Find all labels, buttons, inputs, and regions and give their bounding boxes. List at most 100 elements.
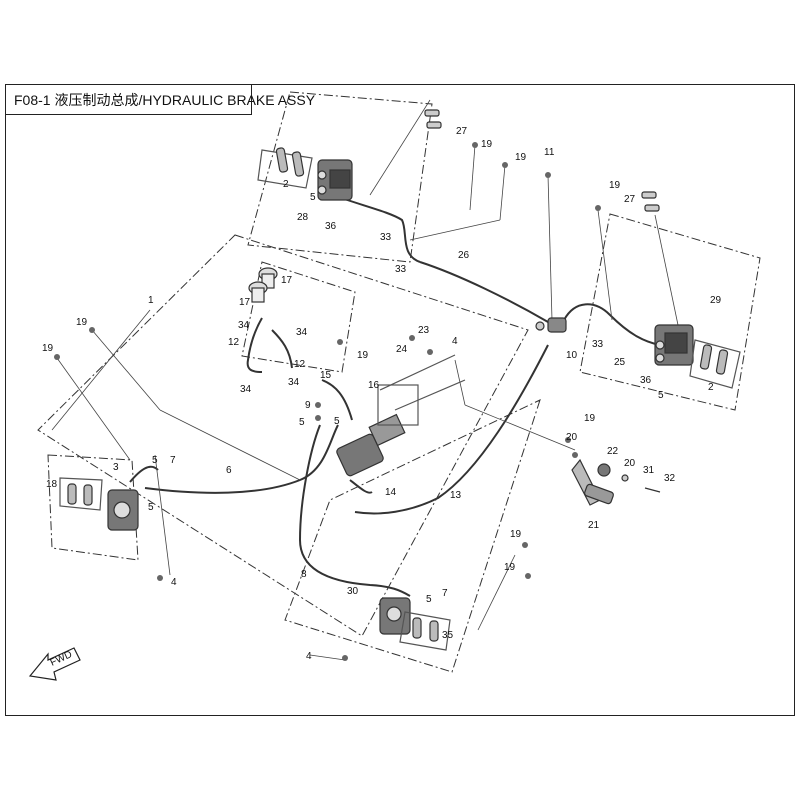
- callout-c18: 18: [46, 479, 58, 490]
- callout-c4a: 4: [452, 336, 458, 347]
- callout-c16: 16: [368, 380, 380, 391]
- bolts-27a: [424, 109, 442, 129]
- callout-c19i: 19: [504, 562, 516, 573]
- callout-c34d: 34: [288, 377, 300, 388]
- callout-c36b: 36: [640, 375, 652, 386]
- callout-c5a: 5: [310, 192, 316, 203]
- callout-labels: 27 19 19 11 2 5 28 36 33 33 26 19 27 29 …: [42, 126, 722, 662]
- callout-c9: 9: [305, 400, 311, 411]
- callout-c19d: 19: [76, 317, 88, 328]
- callout-c26: 26: [458, 250, 470, 261]
- callout-c5f: 5: [148, 502, 154, 513]
- callout-c20a: 20: [566, 432, 578, 443]
- leader-lines: [51, 99, 679, 661]
- line-13: [354, 344, 549, 515]
- callout-c11: 11: [544, 147, 555, 158]
- fwd-arrow: FWD: [28, 647, 81, 681]
- rear-left-pads: [59, 477, 103, 511]
- callout-c28: 28: [297, 212, 309, 223]
- fasteners: [54, 142, 601, 661]
- callout-c3: 3: [113, 462, 119, 473]
- callout-c21: 21: [588, 520, 600, 531]
- callout-c36a: 36: [325, 221, 337, 232]
- bolts-27b: [641, 191, 660, 212]
- line-rear-left: [129, 465, 159, 483]
- callout-c20b: 20: [624, 458, 636, 469]
- callout-c7b: 7: [442, 588, 448, 599]
- callout-c34c: 34: [240, 384, 252, 395]
- callout-c4c: 4: [306, 651, 312, 662]
- callout-c14: 14: [385, 487, 397, 498]
- callout-c33b: 33: [395, 264, 407, 275]
- callout-c5g: 5: [426, 594, 432, 605]
- callout-c27a: 27: [456, 126, 468, 137]
- tee-10: [535, 317, 567, 333]
- callout-c19e: 19: [42, 343, 54, 354]
- front-right-caliper-group: [579, 213, 761, 411]
- callout-c2a: 2: [283, 179, 289, 190]
- callout-c34b: 34: [296, 327, 308, 338]
- rear-left-caliper-group: [47, 454, 139, 561]
- rear-right-caliper: [379, 597, 411, 635]
- callout-c17a: 17: [281, 275, 293, 286]
- diagram-title: F08-1 液压制动总成/HYDRAULIC BRAKE ASSY: [6, 85, 315, 115]
- callout-c19b: 19: [515, 152, 527, 163]
- line-15: [321, 379, 353, 421]
- callout-c23: 23: [418, 325, 430, 336]
- callout-c5b: 5: [658, 390, 664, 401]
- callout-c13: 13: [450, 490, 462, 501]
- rear-left-caliper: [107, 489, 139, 531]
- master-cylinder: [336, 354, 466, 477]
- callout-c12b: 12: [294, 359, 306, 370]
- callout-c10: 10: [566, 350, 578, 361]
- line-8: [298, 424, 411, 597]
- master-cylinder-group: [241, 261, 356, 373]
- line-front-left: [335, 195, 421, 263]
- callout-c19c: 19: [609, 180, 621, 191]
- line-6: [144, 424, 339, 494]
- rear-right-caliper-group: [284, 399, 541, 673]
- reservoirs: [248, 267, 278, 303]
- callout-c8: 8: [301, 569, 307, 580]
- parts: [54, 109, 741, 661]
- callout-c4b: 4: [171, 577, 177, 588]
- line-14: [349, 479, 373, 494]
- callout-c15: 15: [320, 370, 332, 381]
- callout-c7a: 7: [170, 455, 176, 466]
- callout-c19g: 19: [584, 413, 596, 424]
- callout-c22: 22: [607, 446, 619, 457]
- front-left-caliper-group: [247, 91, 433, 263]
- callout-c1: 1: [148, 295, 154, 306]
- callout-c19f: 19: [357, 350, 369, 361]
- callout-c33a: 33: [380, 232, 392, 243]
- line-26: [419, 261, 549, 323]
- callout-c12a: 12: [228, 337, 240, 348]
- front-left-caliper: [317, 159, 353, 201]
- callout-c35: 35: [442, 630, 454, 641]
- callout-c2b: 2: [708, 382, 714, 393]
- rear-right-pads: [399, 611, 451, 651]
- callout-c19h: 19: [510, 529, 522, 540]
- callout-c5c: 5: [299, 417, 305, 428]
- callout-c29: 29: [710, 295, 722, 306]
- callout-c31: 31: [643, 465, 655, 476]
- group-outlines: [37, 91, 761, 673]
- line-25: [563, 303, 661, 346]
- brake-pedal: [571, 458, 661, 506]
- callout-c17b: 17: [239, 297, 251, 308]
- callout-c24: 24: [396, 344, 408, 355]
- callout-c30: 30: [347, 586, 359, 597]
- callout-c19a: 19: [481, 139, 493, 150]
- callout-c34a: 34: [238, 320, 250, 331]
- brake-lines: [129, 195, 661, 597]
- line-12b: [271, 329, 293, 369]
- callout-c33c: 33: [592, 339, 604, 350]
- line-12a: [246, 317, 263, 373]
- front-left-pads: [257, 147, 313, 189]
- callout-c32: 32: [664, 473, 676, 484]
- front-right-pads: [689, 339, 741, 389]
- callout-c27b: 27: [624, 194, 636, 205]
- callout-c5d: 5: [334, 416, 340, 427]
- callout-c5e: 5: [152, 455, 158, 466]
